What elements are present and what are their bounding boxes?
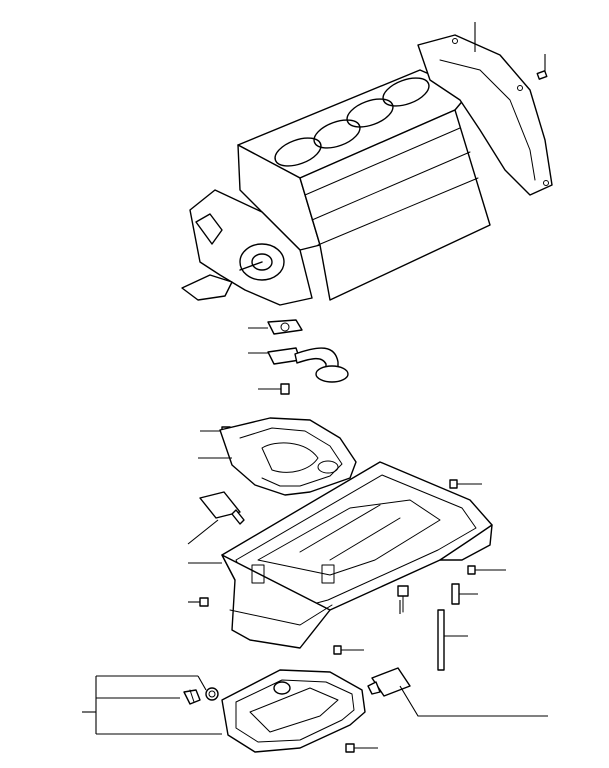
baffle-plate-bolt-right <box>449 479 482 489</box>
block-bolt <box>536 54 548 80</box>
upper-oil-pan-bolts <box>188 565 506 671</box>
sealant-tube-upper <box>187 491 245 545</box>
sealant-tube-lower <box>367 667 548 717</box>
oil-pickup-gasket <box>248 319 303 335</box>
upper-oil-pan <box>188 461 493 649</box>
lower-oil-pan <box>221 669 366 753</box>
drain-plug-washer <box>197 675 219 701</box>
drain-plug <box>183 689 201 705</box>
lower-oil-pan-bolt <box>345 743 378 753</box>
oil-pickup-bolt <box>258 383 290 395</box>
drain-plug-group-leaders <box>82 675 222 735</box>
baffle-plate <box>198 417 357 496</box>
engine-block <box>181 34 553 306</box>
oil-pickup-tube <box>248 347 349 383</box>
